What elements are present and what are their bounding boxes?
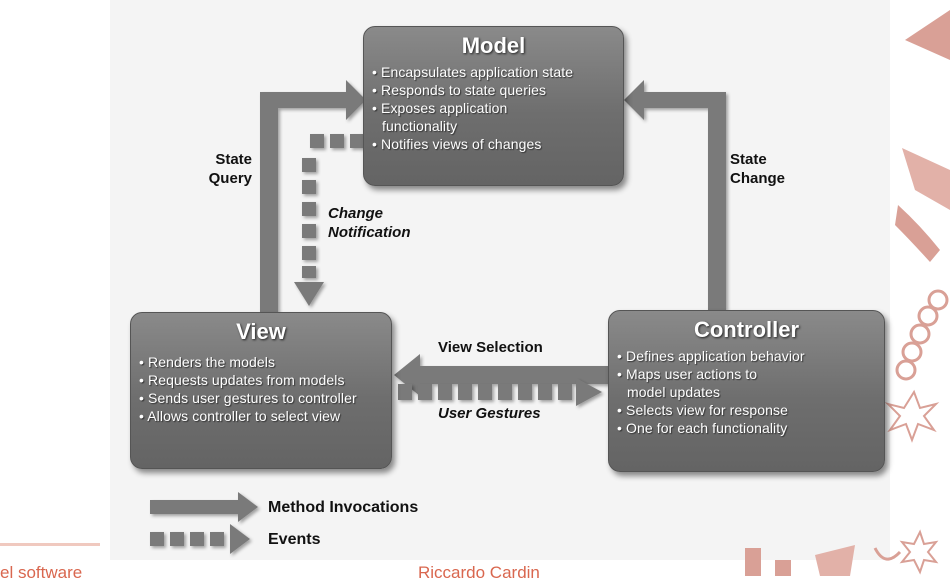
- change-notification-label: Change Notification: [328, 205, 411, 241]
- view-box: View Renders the models Requests updates…: [130, 312, 392, 469]
- state-change-label: State Change: [730, 151, 786, 187]
- model-title: Model: [461, 33, 526, 58]
- list-item: Responds to state queries: [372, 81, 617, 99]
- decorative-ornaments: [745, 10, 950, 576]
- legend-method-invocations: Method Invocations: [268, 499, 419, 516]
- view-responsibilities-list: Renders the models Requests updates from…: [131, 353, 391, 425]
- list-item: Exposes application: [372, 99, 617, 117]
- list-item: One for each functionality: [617, 419, 878, 437]
- list-item: model updates: [627, 384, 721, 400]
- list-item: Allows controller to select view: [139, 407, 385, 425]
- user-gestures-label: User Gestures: [438, 405, 541, 422]
- list-item: Sends user gestures to controller: [139, 389, 385, 407]
- list-item: Encapsulates application state: [372, 63, 617, 81]
- list-item: Selects view for response: [617, 401, 878, 419]
- legend-dashed-arrow-icon: [150, 524, 250, 554]
- state-query-arrow: [260, 80, 366, 314]
- list-item: Defines application behavior: [617, 347, 878, 365]
- view-selection-label: View Selection: [438, 339, 543, 356]
- footer-course-text: el software: [0, 563, 83, 582]
- controller-responsibilities-list: Defines application behavior Maps user a…: [609, 347, 884, 437]
- legend-solid-arrow-icon: [150, 492, 258, 522]
- list-item: Notifies views of changes: [372, 135, 617, 153]
- controller-title: Controller: [693, 317, 800, 342]
- model-responsibilities-list: Encapsulates application state Responds …: [364, 63, 623, 153]
- footer-author-text: Riccardo Cardin: [418, 563, 540, 582]
- list-item: Requests updates from models: [139, 371, 385, 389]
- legend-events: Events: [268, 531, 321, 548]
- change-notification-arrow: [294, 134, 364, 306]
- list-item: functionality: [382, 118, 458, 134]
- view-selection-arrow: [394, 354, 610, 396]
- user-gestures-arrow: [398, 378, 602, 406]
- footer-divider: [0, 543, 100, 546]
- controller-box: Controller Defines application behavior …: [608, 310, 885, 472]
- list-item: Renders the models: [139, 353, 385, 371]
- state-query-label: State Query: [208, 151, 252, 187]
- list-item: Maps user actions to: [617, 365, 878, 383]
- view-title: View: [236, 319, 286, 344]
- state-change-arrow: [624, 80, 726, 310]
- model-box: Model Encapsulates application state Res…: [363, 26, 624, 186]
